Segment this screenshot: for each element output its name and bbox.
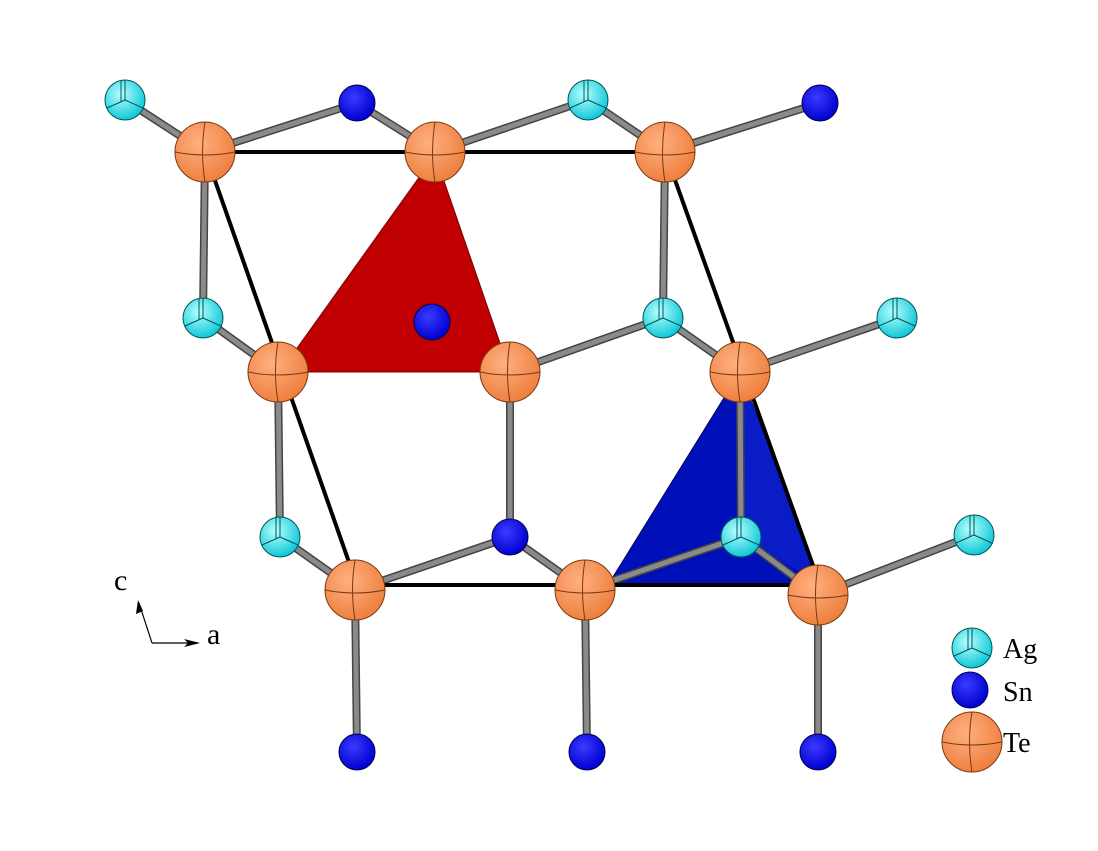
- legend-ag-icon: [951, 627, 993, 669]
- bonds: [121, 96, 978, 756]
- a-axis-label: a: [207, 618, 220, 651]
- te-atom: [709, 341, 771, 403]
- legend-te-icon: [941, 711, 1003, 773]
- atoms: [104, 79, 995, 771]
- legend-label-sn: Sn: [1003, 677, 1033, 708]
- red-polyhedron: [279, 153, 511, 373]
- sn-atom: [568, 733, 606, 771]
- ag-atom: [876, 297, 918, 339]
- ag-atom: [182, 297, 224, 339]
- sn-atom: [338, 733, 376, 771]
- ag-atom: [953, 514, 995, 556]
- sn-atom: [799, 733, 837, 771]
- sn-atom: [413, 303, 451, 341]
- te-atom: [247, 341, 309, 403]
- ag-atom: [259, 516, 301, 558]
- axis-indicator: c a: [114, 564, 220, 651]
- legend-sn-icon: [951, 671, 989, 709]
- te-atom: [634, 121, 696, 183]
- te-atom: [554, 559, 616, 621]
- ag-atom: [104, 79, 146, 121]
- legend-label-te: Te: [1003, 728, 1031, 759]
- legend-label-ag: Ag: [1003, 634, 1037, 665]
- te-atom: [324, 559, 386, 621]
- te-atom: [479, 341, 541, 403]
- a-arrowhead: [184, 639, 200, 647]
- te-atom: [174, 121, 236, 183]
- c-axis-label: c: [114, 564, 127, 597]
- c-arrowhead: [136, 600, 143, 614]
- sn-atom: [338, 84, 376, 122]
- sn-atom: [801, 84, 839, 122]
- sn-atom: [491, 518, 529, 556]
- ag-atom: [642, 297, 684, 339]
- ag-atom: [720, 516, 762, 558]
- te-atom: [787, 564, 849, 626]
- ag-atom: [567, 79, 609, 121]
- te-atom: [404, 121, 466, 183]
- legend: Ag Sn Te: [941, 627, 1037, 773]
